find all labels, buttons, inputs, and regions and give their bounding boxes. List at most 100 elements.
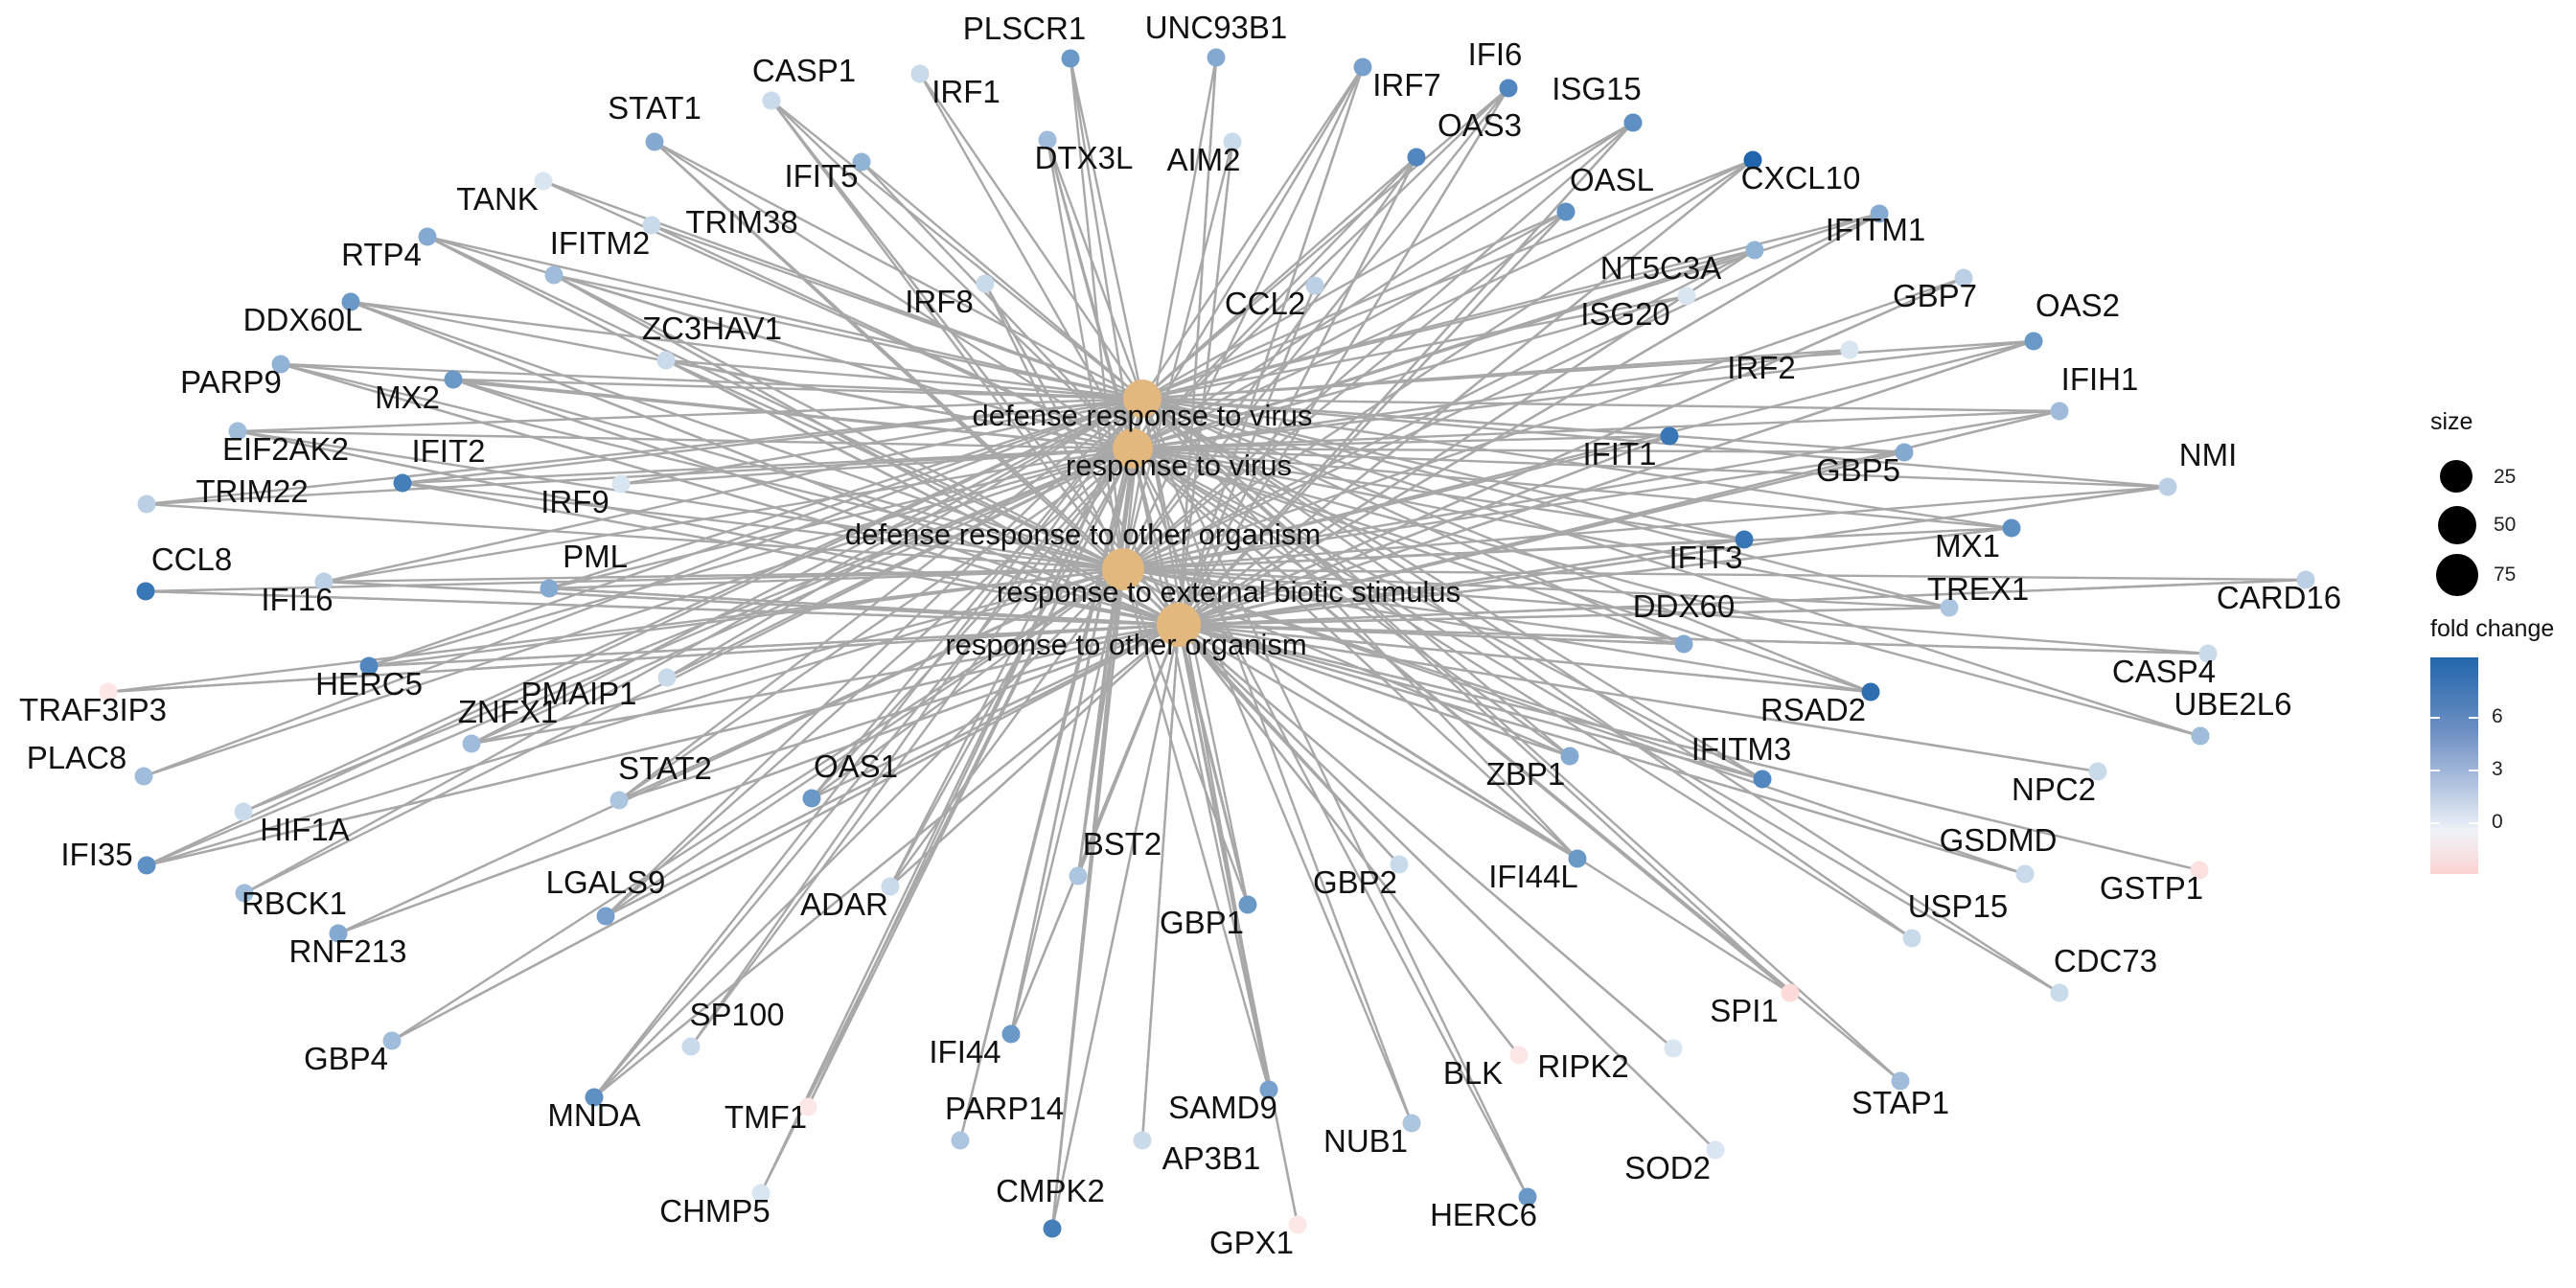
edge-ifit2-t3 xyxy=(402,481,1124,571)
gene-label-cxcl10: CXCL10 xyxy=(1741,160,1861,196)
edge-sod2-t5 xyxy=(1178,624,1716,1151)
edge-znfx1-t2 xyxy=(471,447,1134,746)
gene-label-gstp1: GSTP1 xyxy=(2100,870,2203,906)
gene-label-spi1: SPI1 xyxy=(1710,993,1779,1028)
gene-label-ifitm2: IFITM2 xyxy=(550,225,651,261)
gene-node-ddx60 xyxy=(1674,634,1693,654)
edge-zbp1-t3 xyxy=(1122,567,1571,758)
term-node-t5 xyxy=(1157,603,1201,647)
gene-label-nub1: NUB1 xyxy=(1323,1123,1408,1159)
gene-label-isg20: ISG20 xyxy=(1580,296,1670,332)
gene-label-npc2: NPC2 xyxy=(2012,771,2096,807)
edge-herc6-t2 xyxy=(1131,448,1530,1198)
edge-cmpk2-t3 xyxy=(1050,568,1125,1230)
gene-label-hif1a: HIF1A xyxy=(260,812,350,847)
edge-stat2-t2 xyxy=(618,448,1134,801)
gene-node-gbp4 xyxy=(382,1031,402,1050)
edge-cxcl10-t1 xyxy=(1141,158,1754,401)
gene-node-ube2l6 xyxy=(2191,726,2210,746)
gene-label-gbp1: GBP1 xyxy=(1160,905,1244,940)
gene-label-tmf1: TMF1 xyxy=(724,1099,807,1135)
edge-isg20-t2 xyxy=(1132,294,1688,450)
edge-irf1-t1 xyxy=(919,73,1143,400)
gene-node-ifit1 xyxy=(1660,426,1679,446)
colorbar-tick xyxy=(2469,822,2478,824)
gene-node-trex1 xyxy=(1940,598,1959,617)
gene-node-zbp1 xyxy=(1560,747,1579,766)
colorbar-tick xyxy=(2430,717,2440,719)
gene-label-ifi44l: IFI44L xyxy=(1488,859,1578,894)
gene-node-rsad2 xyxy=(1861,682,1880,702)
edge-gpx1-t5 xyxy=(1177,624,1300,1226)
gene-label-bst2: BST2 xyxy=(1083,826,1162,862)
edge-mnda-t5 xyxy=(593,624,1180,1098)
edge-mx1-t1 xyxy=(1141,397,2012,530)
gene-node-ifit3 xyxy=(1735,530,1754,549)
term-node-t3 xyxy=(1102,548,1144,590)
edge-aim2-t3 xyxy=(1121,141,1234,570)
edge-nub1-t2 xyxy=(1131,448,1414,1124)
edge-gstp1-t5 xyxy=(1178,623,2200,872)
gene-node-oas2 xyxy=(2024,332,2043,351)
gene-node-stap1 xyxy=(1891,1071,1910,1091)
gene-label-nt5c3a: NT5C3A xyxy=(1600,250,1722,286)
edge-ifih1-t1 xyxy=(1141,397,2060,413)
colorbar-tick xyxy=(2430,822,2440,824)
gene-node-blk xyxy=(1509,1046,1529,1065)
edge-stat1-t1 xyxy=(654,140,1143,401)
gene-label-unc93b1: UNC93B1 xyxy=(1145,10,1288,45)
edge-nt5c3a-t1 xyxy=(1141,248,1756,401)
gene-label-cdc73: CDC73 xyxy=(2054,943,2157,978)
gene-node-rnf213 xyxy=(329,924,348,943)
gene-label-ifit3: IFIT3 xyxy=(1668,540,1742,575)
edge-samd9-t3 xyxy=(1121,568,1271,1091)
gene-label-stat2: STAT2 xyxy=(618,750,712,786)
edge-rsad2-t3 xyxy=(1122,567,1872,694)
edge-trim38-t2 xyxy=(651,223,1134,450)
fold-change-legend-title: fold change xyxy=(2430,615,2555,642)
gene-node-ifi6 xyxy=(1499,79,1518,98)
gene-label-samd9: SAMD9 xyxy=(1168,1090,1277,1125)
edge-nmi-t5 xyxy=(1178,485,2169,627)
gene-node-layer xyxy=(99,48,2315,1238)
gene-label-ripk2: RIPK2 xyxy=(1537,1048,1628,1084)
gene-label-trim22: TRIM22 xyxy=(196,473,308,509)
size-legend-row-25: 25 xyxy=(2430,447,2555,500)
edge-ripk2-t5 xyxy=(1178,624,1674,1049)
edge-ifit3-t5 xyxy=(1178,538,1745,627)
edge-spi1-t1 xyxy=(1141,398,1791,994)
gene-label-parp9: PARP9 xyxy=(180,364,282,400)
term-label-t2: response to virus xyxy=(1066,448,1292,482)
edge-plscr1-t1 xyxy=(1069,58,1144,400)
edge-stat1-t2 xyxy=(654,140,1134,450)
edge-mnda-t1 xyxy=(593,398,1143,1098)
edge-irf2-t2 xyxy=(1132,348,1851,450)
legend: size 25 50 75 fold change 6 3 0 xyxy=(2421,408,2564,907)
gene-node-ddx60l xyxy=(341,292,360,311)
edge-rbck1-t2 xyxy=(243,447,1134,895)
edge-sp100-t1 xyxy=(690,398,1143,1047)
edge-ifi35-t1 xyxy=(146,397,1143,867)
edge-irf7-t5 xyxy=(1177,66,1365,626)
gene-node-plscr1 xyxy=(1061,49,1080,68)
edge-dtx3l-t1 xyxy=(1046,139,1144,400)
gene-node-rbck1 xyxy=(235,884,254,903)
gene-label-gsdmd: GSDMD xyxy=(1940,822,2058,858)
gene-node-nt5c3a xyxy=(1745,241,1764,260)
edge-ap3b1-t5 xyxy=(1140,624,1181,1141)
edge-lgals9-t3 xyxy=(605,568,1124,917)
edge-irf9-t1 xyxy=(620,397,1143,486)
gene-label-plac8: PLAC8 xyxy=(27,740,127,775)
gene-label-rnf213: RNF213 xyxy=(289,933,407,969)
gene-node-pmaip1 xyxy=(657,668,677,687)
gene-node-samd9 xyxy=(1259,1080,1278,1099)
edge-sp100-t2 xyxy=(690,448,1134,1047)
gene-label-gpx1: GPX1 xyxy=(1209,1225,1294,1260)
edge-zc3hav1-t2 xyxy=(665,358,1134,450)
edge-ifit1-t5 xyxy=(1178,434,1670,627)
term-label-t1: defense response to virus xyxy=(973,399,1313,432)
edge-isg20-t1 xyxy=(1141,294,1688,401)
edge-lgals9-t5 xyxy=(605,623,1180,918)
edge-oas3-t1 xyxy=(1141,156,1417,400)
edge-trim22-t3 xyxy=(146,502,1124,571)
